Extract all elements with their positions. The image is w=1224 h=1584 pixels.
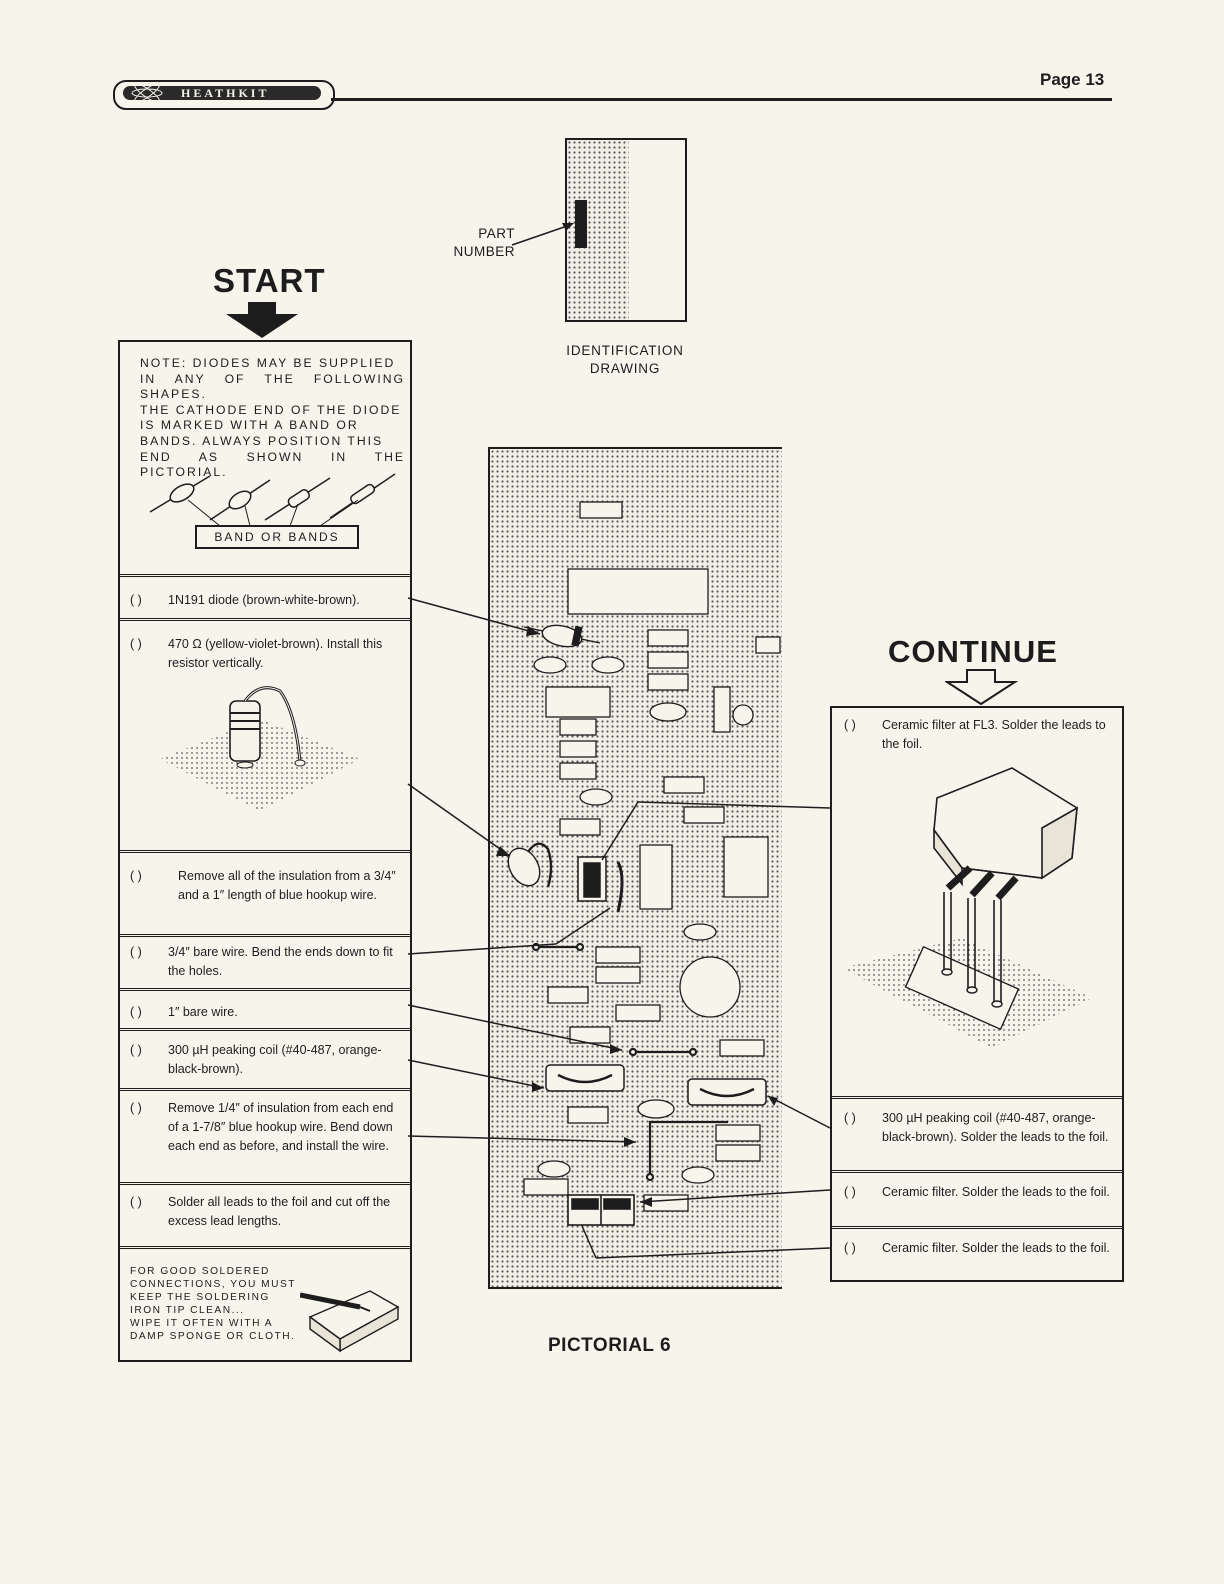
step-text: 1N191 diode (brown-white-brown). — [168, 593, 360, 607]
identification-caption: IDENTIFICATION DRAWING — [540, 342, 710, 378]
tip-line: DAMP SPONGE OR CLOTH. — [130, 1331, 296, 1342]
step-solder-all: ( ) Solder all leads to the foil and cut … — [120, 1182, 410, 1244]
id-caption-line: IDENTIFICATION — [566, 343, 684, 358]
right-steps-panel: ( ) Ceramic filter at FL3. Solder the lea… — [830, 706, 1124, 1282]
tip-line: WIPE IT OFTEN WITH A — [130, 1318, 274, 1329]
header-rule — [331, 98, 1112, 101]
step-resistor-470: ( ) 470 Ω (yellow-violet-brown). Install … — [120, 618, 410, 848]
tip-line: FOR GOOD SOLDERED — [130, 1266, 270, 1277]
step-checkbox[interactable]: ( ) — [130, 945, 142, 959]
pictorial-caption: PICTORIAL 6 — [548, 1335, 672, 1356]
step-checkbox[interactable]: ( ) — [130, 637, 142, 651]
part-label-line: PART — [478, 226, 515, 241]
tip-line: KEEP THE SOLDERING — [130, 1292, 270, 1303]
continue-arrow-icon — [945, 669, 1019, 706]
step-text: 300 µH peaking coil (#40-487, orange-bla… — [168, 1043, 382, 1076]
step-checkbox[interactable]: ( ) — [130, 593, 142, 607]
part-number-mark — [575, 200, 587, 248]
left-steps-panel: NOTE: DIODES MAY BE SUPPLIED IN ANY OF T… — [118, 340, 412, 1362]
vertical-resistor-drawing — [160, 686, 360, 811]
step-text: Remove 1/4″ of insulation from each end … — [168, 1101, 394, 1153]
step-checkbox[interactable]: ( ) — [130, 869, 142, 883]
step-bare-wire-3-4: ( ) 3/4″ bare wire. Bend the ends down to… — [120, 934, 410, 986]
note-line: NOTE: DIODES MAY BE SUPPLIED — [140, 356, 396, 370]
step-checkbox[interactable]: ( ) — [130, 1195, 142, 1209]
heathkit-logo: HEATHKIT — [113, 80, 335, 110]
step-ceramic-filter-fl3: ( ) Ceramic filter at FL3. Solder the lea… — [832, 708, 1122, 1094]
step-text: Remove all of the insulation from a 3/4″… — [178, 869, 396, 902]
page-number: Page 13 — [1040, 70, 1105, 89]
step-text: 470 Ω (yellow-violet-brown). Install thi… — [168, 637, 383, 670]
note-line: END AS SHOWN IN THE PICTORIAL. — [140, 449, 405, 480]
ceramic-filter-drawing — [842, 767, 1092, 1048]
step-remove-insulation: ( ) Remove all of the insulation from a 3… — [120, 850, 410, 932]
step-blue-hookup-wire: ( ) Remove 1/4″ of insulation from each e… — [120, 1088, 410, 1180]
atom-icon — [131, 83, 163, 103]
note-line: IN ANY OF THE FOLLOWING SHAPES. — [140, 371, 405, 402]
step-text: Solder all leads to the foil and cut off… — [168, 1195, 391, 1228]
step-text: Ceramic filter. Solder the leads to the … — [882, 1185, 1110, 1199]
step-checkbox[interactable]: ( ) — [844, 1185, 856, 1199]
tip-line: CONNECTIONS, YOU MUST — [130, 1279, 297, 1290]
step-text: Ceramic filter at FL3. Solder the leads … — [882, 718, 1106, 751]
diode-note: NOTE: DIODES MAY BE SUPPLIED IN ANY OF T… — [140, 356, 405, 481]
logo-text: HEATHKIT — [181, 86, 270, 100]
step-checkbox[interactable]: ( ) — [844, 1241, 856, 1255]
part-number-label: PART NUMBER — [450, 225, 515, 261]
step-checkbox[interactable]: ( ) — [130, 1101, 142, 1115]
start-arrow-icon — [226, 302, 298, 338]
step-ceramic-filter-3: ( ) Ceramic filter. Solder the leads to t… — [832, 1226, 1122, 1278]
step-checkbox[interactable]: ( ) — [130, 1043, 142, 1057]
part-number-arrow — [511, 223, 574, 246]
step-text: 300 µH peaking coil (#40-487, orange-bla… — [882, 1111, 1109, 1144]
soldering-iron-sponge-drawing — [300, 1290, 400, 1353]
step-peaking-coil: ( ) 300 µH peaking coil (#40-487, orange-… — [120, 1028, 410, 1086]
soldering-tip: FOR GOOD SOLDERED CONNECTIONS, YOU MUST … — [120, 1246, 410, 1358]
start-title: START — [213, 262, 326, 299]
identification-drawing — [565, 138, 687, 322]
part-label-line: NUMBER — [453, 244, 515, 259]
step-bare-wire-1: ( ) 1″ bare wire. — [120, 988, 410, 1026]
diode-shapes-drawing — [149, 473, 396, 527]
band-or-bands-label: BAND OR BANDS — [195, 525, 359, 549]
note-line: THE CATHODE END OF THE DIODE — [140, 402, 402, 417]
step-text: 1″ bare wire. — [168, 1005, 238, 1019]
tip-line: IRON TIP CLEAN... — [130, 1305, 245, 1316]
continue-title: CONTINUE — [888, 634, 1058, 669]
id-caption-line: DRAWING — [589, 361, 661, 376]
step-ceramic-filter-2: ( ) Ceramic filter. Solder the leads to t… — [832, 1170, 1122, 1224]
note-line: BANDS. ALWAYS POSITION THIS — [140, 433, 384, 448]
step-diode-1n191: ( ) 1N191 diode (brown-white-brown). — [120, 574, 410, 616]
step-checkbox[interactable]: ( ) — [844, 718, 856, 732]
step-text: Ceramic filter. Solder the leads to the … — [882, 1241, 1110, 1255]
step-checkbox[interactable]: ( ) — [130, 1005, 142, 1019]
step-checkbox[interactable]: ( ) — [844, 1111, 856, 1125]
note-line: IS MARKED WITH A BAND OR — [140, 418, 359, 433]
step-text: 3/4″ bare wire. Bend the ends down to fi… — [168, 945, 393, 978]
step-peaking-coil-right: ( ) 300 µH peaking coil (#40-487, orange-… — [832, 1096, 1122, 1168]
